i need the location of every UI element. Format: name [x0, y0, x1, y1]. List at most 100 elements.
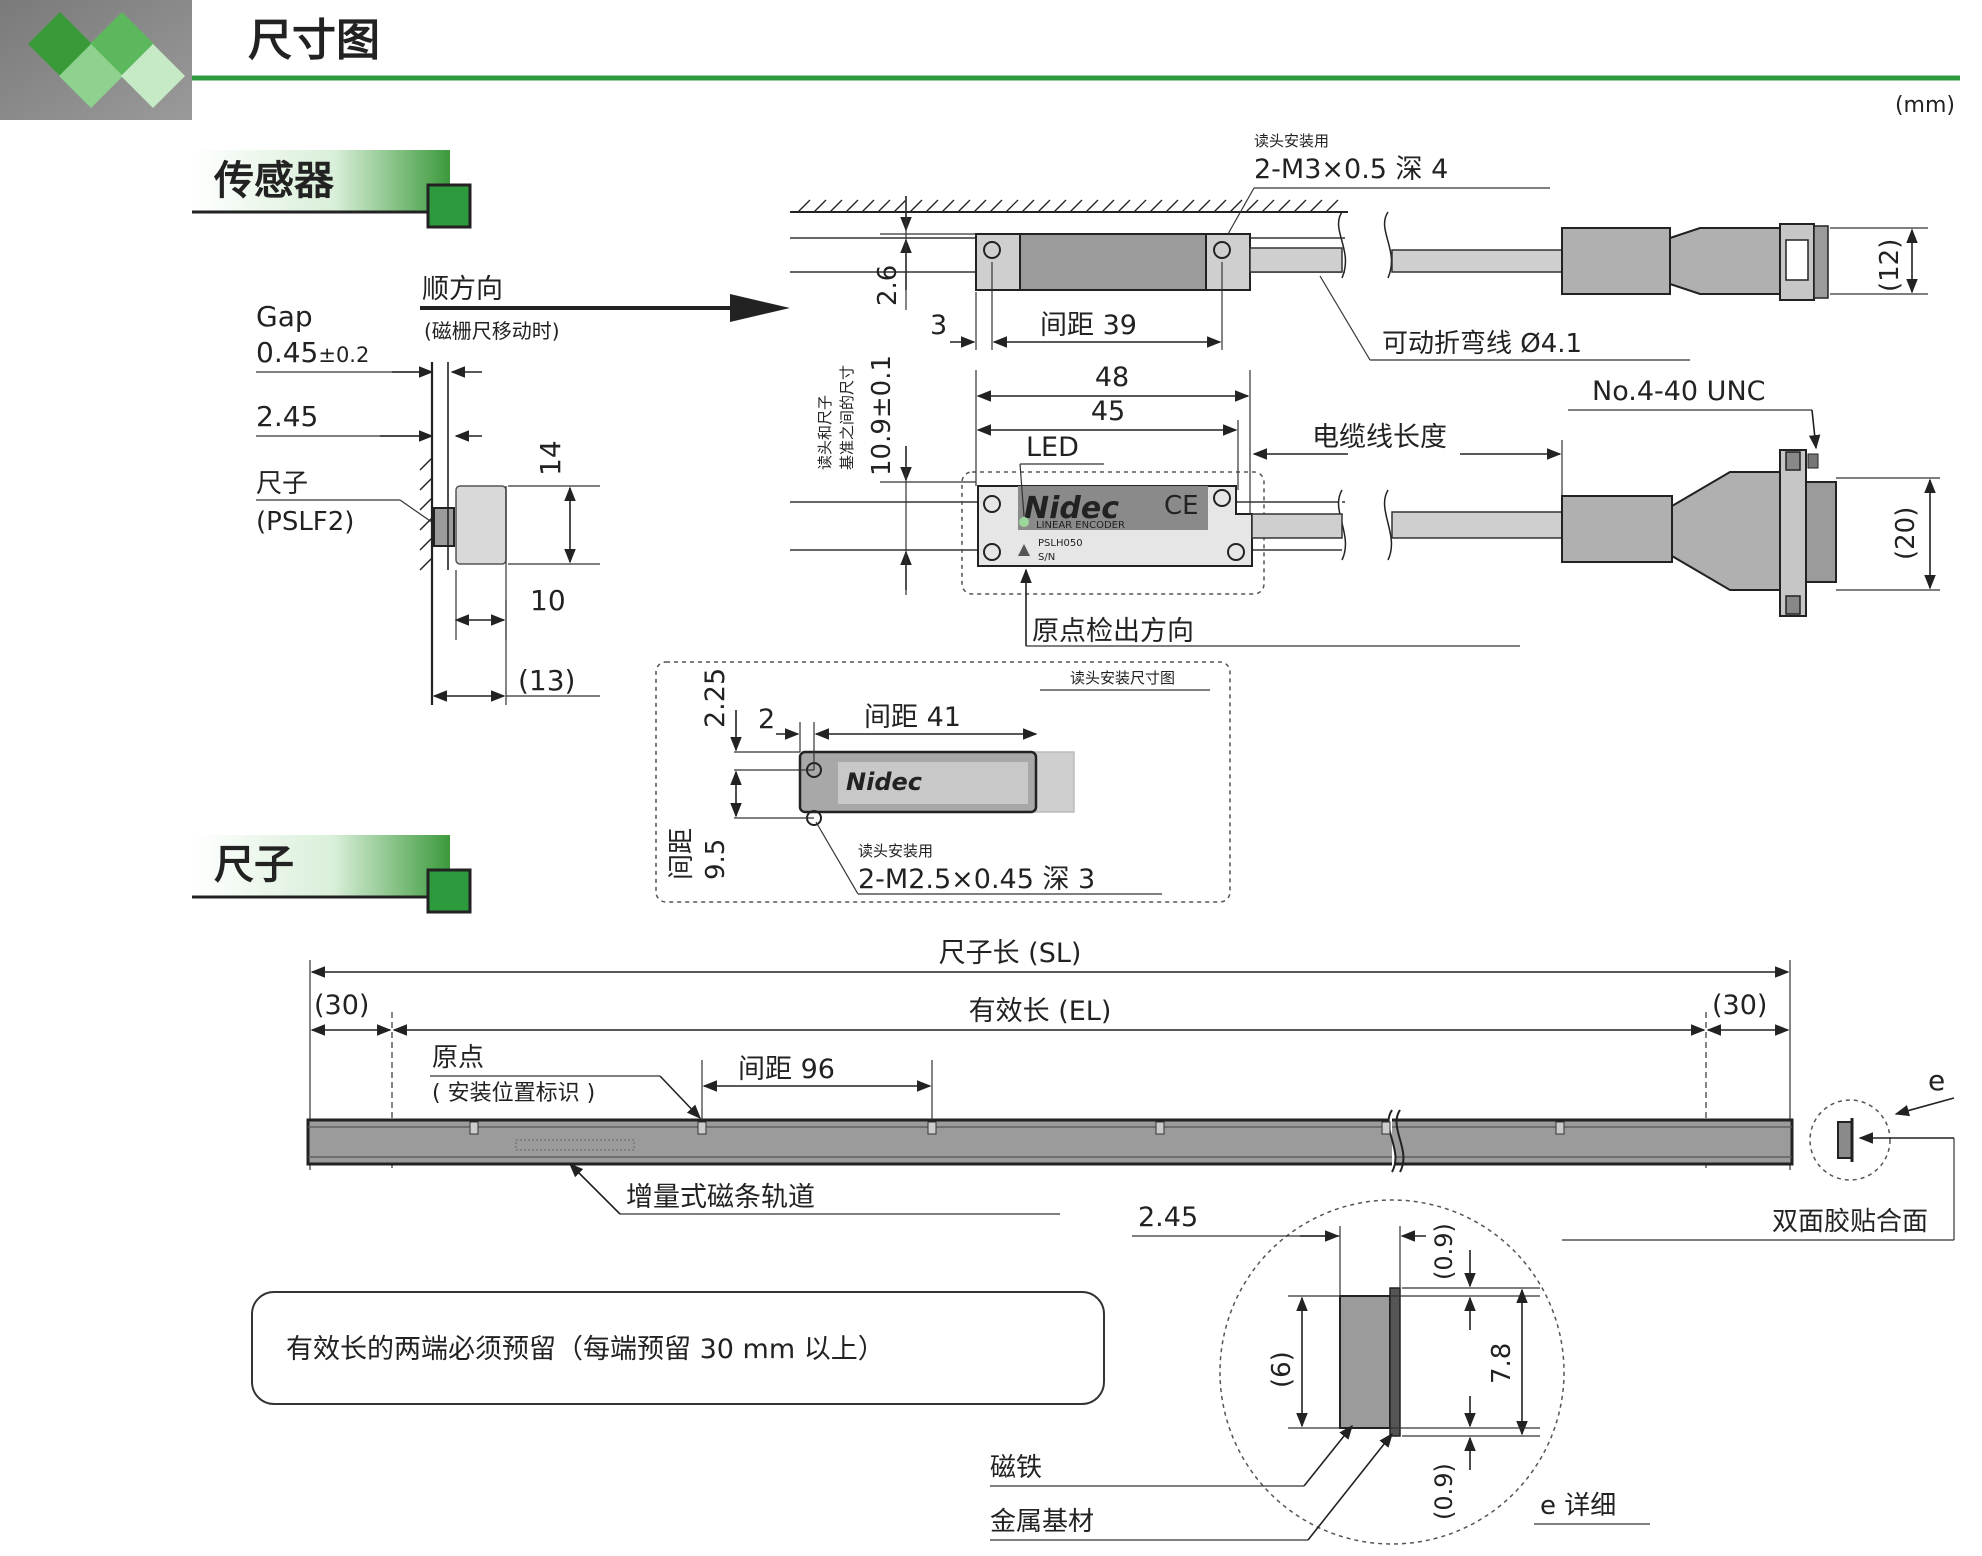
brand-sub: LINEAR ENCODER — [1036, 520, 1125, 531]
pitch-v-label: 间距 — [667, 828, 697, 880]
dim-20: (20) — [1891, 507, 1921, 560]
ceiling-hatch-mark — [861, 199, 875, 213]
dim-2: 2 — [758, 704, 775, 735]
adhesive-label: 双面胶贴合面 — [1772, 1207, 1928, 1237]
dim-2-6: 2.6 — [873, 265, 903, 306]
ceiling-hatch-mark — [1229, 199, 1243, 213]
unit-label: (mm) — [1895, 93, 1955, 118]
gap-label: Gap — [256, 300, 313, 333]
e-callout-circle — [1809, 1099, 1891, 1181]
metal-base-label: 金属基材 — [990, 1507, 1094, 1537]
ceiling-hatch-mark — [1325, 199, 1339, 213]
scale-drawing: 尺子长 (SL) 有效长 (EL) (30) (30) 原点 ( 安装位置标识 … — [251, 938, 1955, 1405]
ceiling-hatch-mark — [925, 199, 939, 213]
led-dot — [1019, 517, 1029, 527]
ceiling-hatch-mark — [1037, 199, 1051, 213]
ceiling-hatch-mark — [909, 199, 923, 213]
section-title-scale: 尺子 — [214, 842, 294, 888]
ceiling-hatch-mark — [989, 199, 1003, 213]
end-margin-right: (30) — [1712, 990, 1767, 1021]
sensor-head-side — [455, 485, 507, 565]
magnet-section — [1339, 1295, 1391, 1429]
ceiling-hatch-mark — [1309, 199, 1323, 213]
ceiling-hatch-mark — [1005, 199, 1019, 213]
ruler-model: (PSLF2) — [256, 507, 354, 537]
dim-13: (13) — [518, 664, 575, 697]
ceiling-hatch-mark — [1101, 199, 1115, 213]
dim-45: 45 — [1091, 396, 1125, 427]
ceiling-hatch-mark — [1069, 199, 1083, 213]
end-margin-left: (30) — [314, 990, 369, 1021]
e-dim-0-9-top: (0.9) — [1430, 1223, 1458, 1280]
cable-front — [1391, 511, 1563, 539]
dim-10-9: 10.9±0.1 — [867, 355, 897, 476]
model-line: PSLH050 — [1038, 538, 1083, 549]
mount-thread-top: 2-M3×0.5 深 4 — [1254, 154, 1448, 185]
section-title-sensor: 传感器 — [213, 158, 335, 204]
scale-pitch-96: 间距 96 — [738, 1054, 835, 1085]
dim-14: 14 — [534, 440, 567, 476]
ceiling-hatch-mark — [1245, 199, 1259, 213]
direction-sub-label: (磁栅尺移动时) — [424, 319, 560, 343]
ceiling-hatch-mark — [1053, 199, 1067, 213]
e-dim-2-45: 2.45 — [1138, 1202, 1198, 1233]
connector-front — [1561, 495, 1673, 563]
ceiling-hatch-mark — [1165, 199, 1179, 213]
metal-base-section — [1389, 1287, 1401, 1437]
e-detail-caption: e 详细 — [1540, 1491, 1616, 1521]
e-dim-7-8: 7.8 — [1487, 1343, 1517, 1384]
ruler-cross-section — [433, 507, 455, 547]
ceiling-hatch-mark — [1293, 199, 1307, 213]
ce-mark: CE — [1164, 491, 1199, 521]
unc-note: No.4-40 UNC — [1592, 376, 1766, 407]
ceiling-hatch-mark — [845, 199, 859, 213]
ceiling-hatch-mark — [1197, 199, 1211, 213]
ceiling-hatch-mark — [1277, 199, 1291, 213]
e-dim-0-9-bottom: (0.9) — [1430, 1463, 1458, 1520]
gap-value: 0.45±0.2 — [256, 336, 369, 369]
ceiling-hatch-mark — [941, 199, 955, 213]
dim-9-5: 9.5 — [701, 839, 731, 880]
origin-label: 原点 — [432, 1043, 484, 1073]
ref-note-b: 基准之间的尺寸 — [838, 365, 856, 470]
page-title: 尺寸图 — [248, 15, 380, 66]
e-label: e — [1928, 1064, 1945, 1097]
mount-thread-note: 读头安装用 — [858, 842, 933, 860]
ceiling-hatch-mark — [1133, 199, 1147, 213]
dim-10: 10 — [530, 584, 566, 617]
dim-12: (12) — [1875, 239, 1905, 292]
pitch-39: 间距 39 — [1040, 310, 1137, 341]
connector-top — [1561, 227, 1671, 295]
ceiling-hatch-mark — [1149, 199, 1163, 213]
ceiling-hatch-mark — [877, 199, 891, 213]
dim-2-25: 2.25 — [700, 668, 731, 728]
ceiling-hatch-mark — [1085, 199, 1099, 213]
note-text: 有效长的两端必须预留（每端预留 30 mm 以上） — [286, 1334, 885, 1365]
direction-label: 顺方向 — [422, 274, 503, 305]
ceiling-hatch-mark — [1181, 199, 1195, 213]
ruler-label: 尺子 — [256, 469, 308, 499]
dim-48: 48 — [1095, 362, 1129, 393]
cable-note: 可动折弯线 Ø4.1 — [1382, 329, 1582, 359]
sn-line: S/N — [1038, 552, 1055, 563]
mount-brand-ghost: Nidec — [846, 768, 922, 796]
ref-note-a: 读头和尺子 — [816, 395, 834, 470]
sensor-front-view: 读头和尺子 基准之间的尺寸 10.9±0.1 Nidec LINEAR ENCO… — [790, 355, 1940, 647]
sensor-side-view: 顺方向 (磁栅尺移动时) Gap 0.45±0.2 2.45 尺子 (PSLF2… — [256, 274, 790, 705]
ceiling-hatch-mark — [1021, 199, 1035, 213]
e-detail-circle — [1219, 1199, 1565, 1545]
sensor-top-view: 读头安装用 2-M3×0.5 深 4 2.6 3 间距 39 可动折弯线 Ø4.… — [790, 132, 1928, 361]
ceiling-hatch-mark — [1213, 199, 1227, 213]
ceiling-hatch-mark — [893, 199, 907, 213]
mount-thread: 2-M2.5×0.45 深 3 — [858, 864, 1095, 895]
header-logo — [0, 0, 192, 120]
ceiling-hatch-mark — [797, 199, 811, 213]
ceiling-hatch-mark — [829, 199, 843, 213]
e-dim-6: (6) — [1267, 1351, 1297, 1388]
effective-length-el: 有效长 (EL) — [969, 996, 1112, 1027]
ceiling-hatch-mark — [1117, 199, 1131, 213]
magnet-label: 磁铁 — [990, 1453, 1042, 1483]
origin-sub-label: ( 安装位置标识 ) — [432, 1081, 595, 1106]
